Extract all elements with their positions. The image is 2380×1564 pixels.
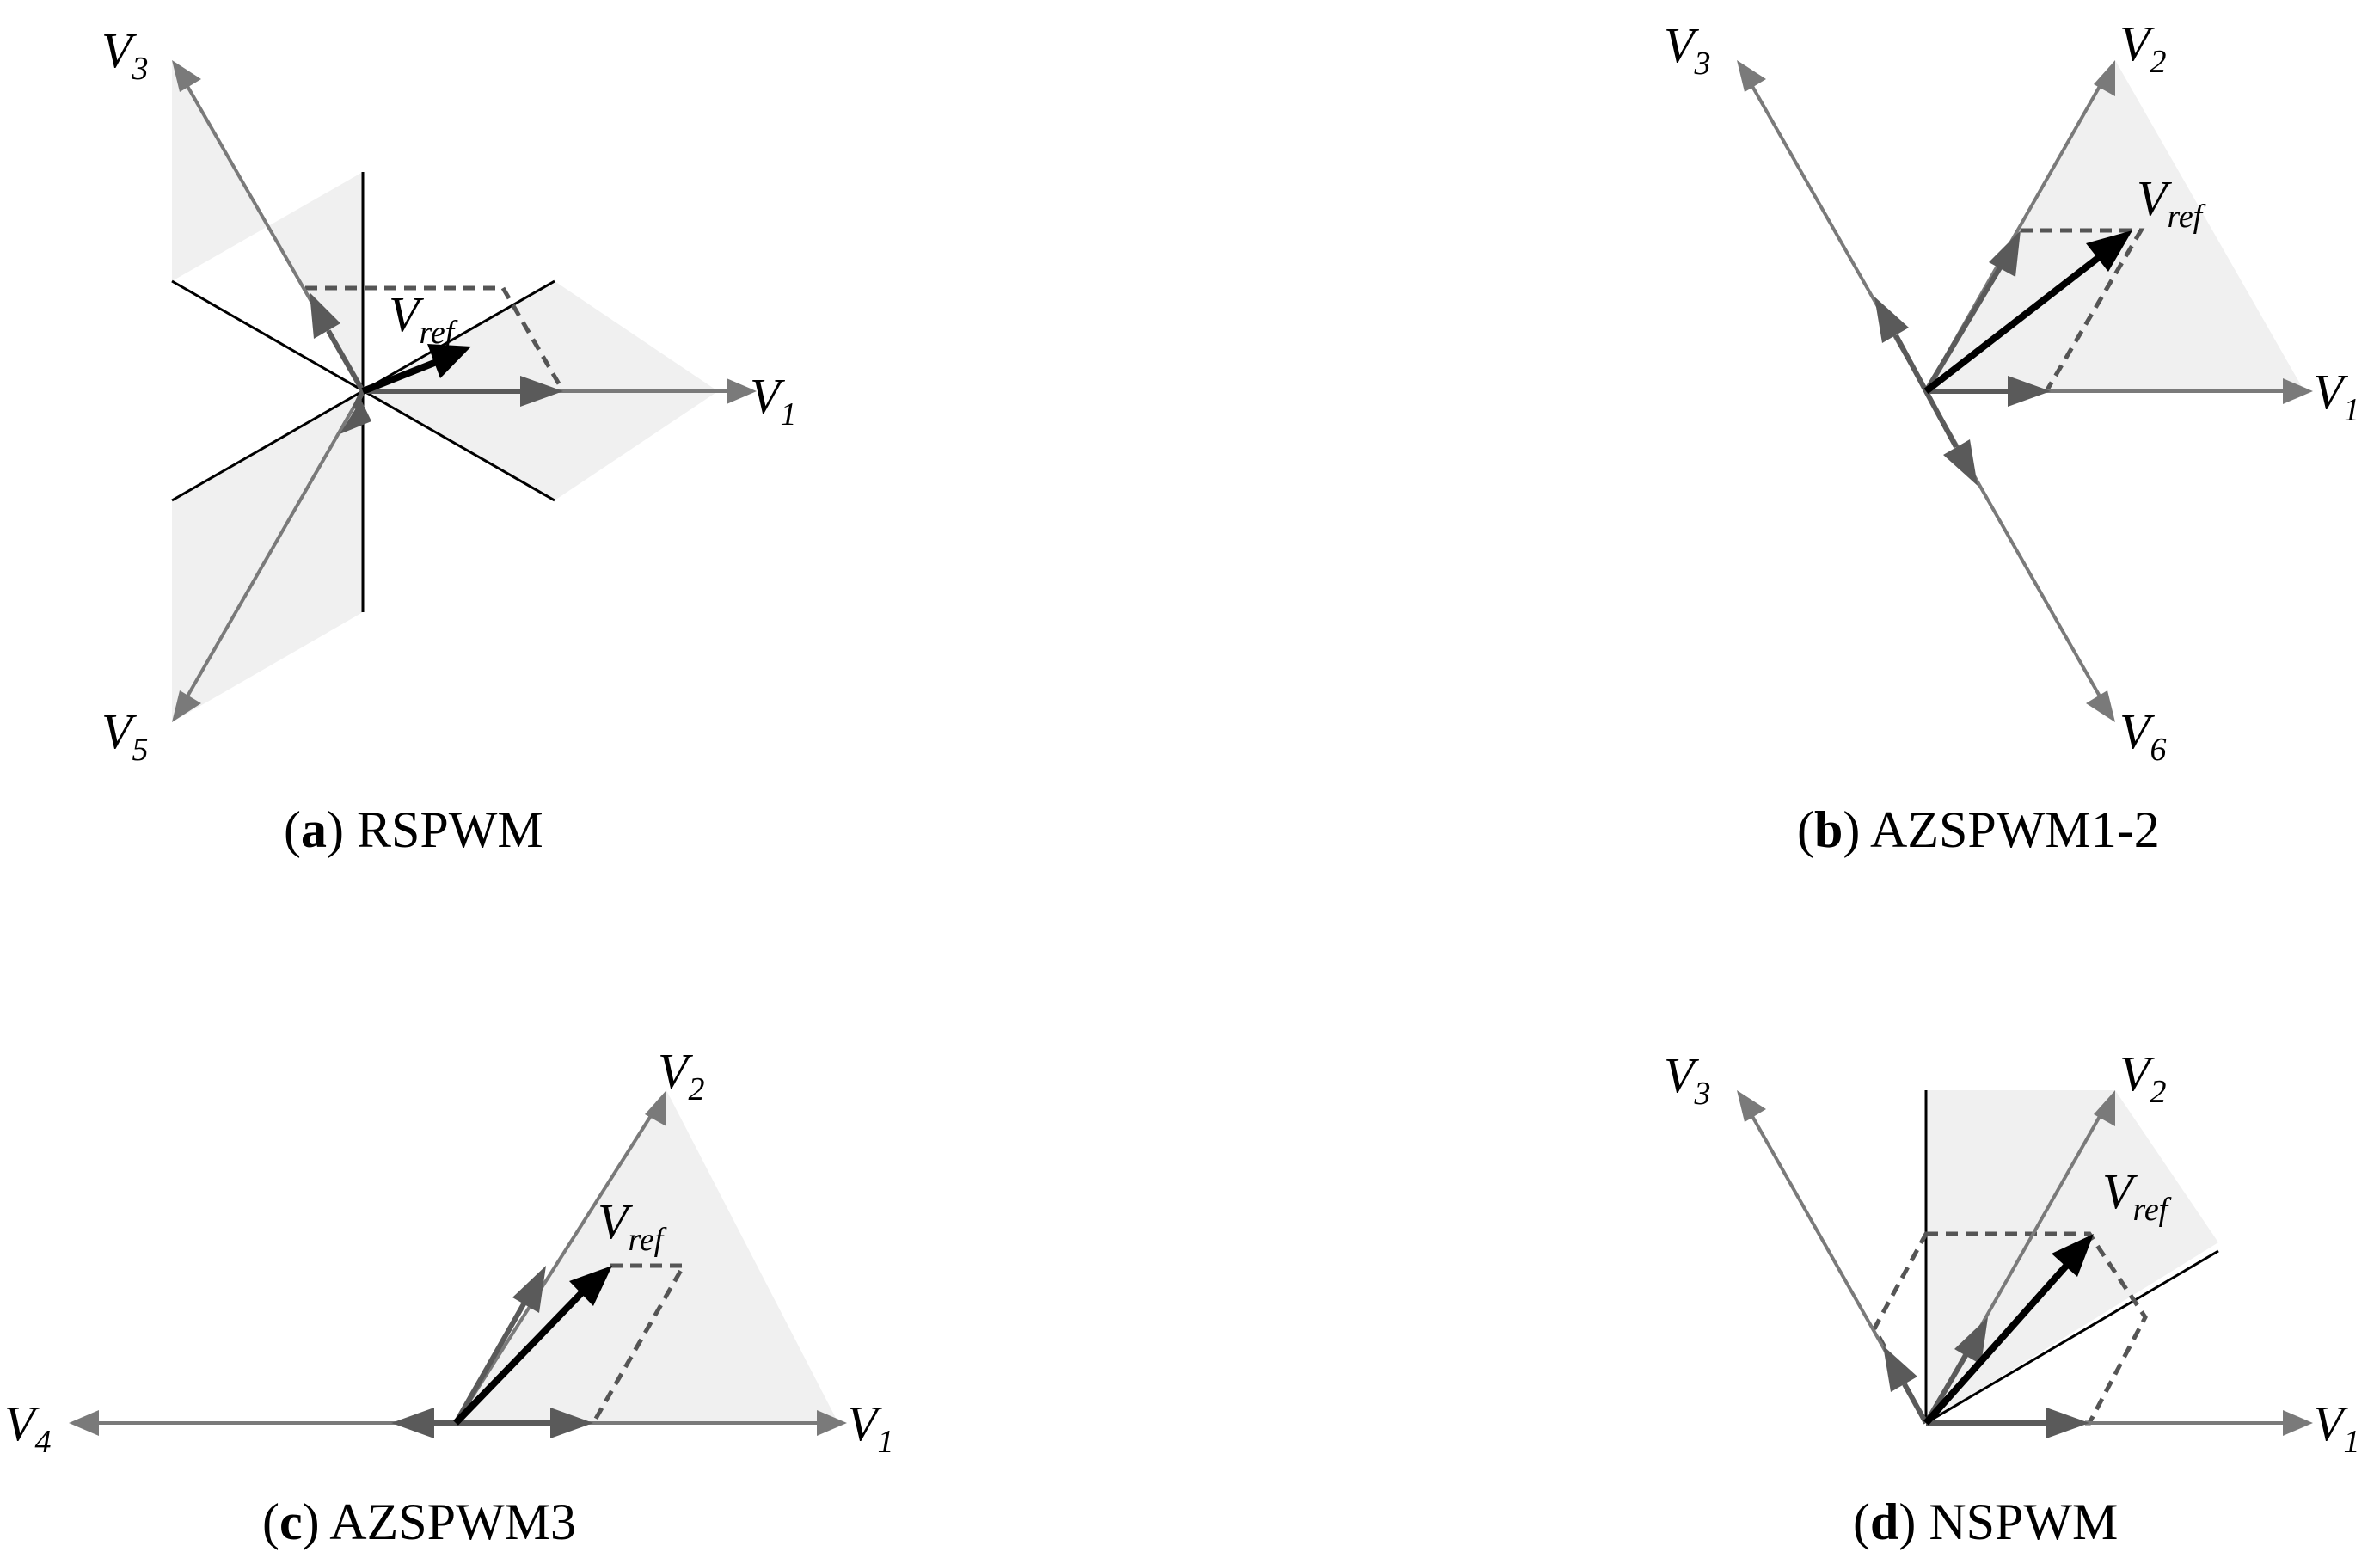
component-v1-arrowhead (2046, 1408, 2089, 1438)
dashed-parallelogram (2021, 228, 2145, 393)
component-v3 (1902, 1383, 1929, 1425)
reference-vector (453, 1287, 587, 1426)
vector-v3-arrowhead (1737, 60, 1766, 92)
sector-shade (1926, 60, 2304, 391)
label-v1: V1 (847, 1395, 893, 1460)
vector-v2-arrowhead (645, 1090, 666, 1126)
reference-vector-arrowhead (427, 344, 471, 378)
component-v2-arrowhead (512, 1266, 546, 1313)
component-v5-arrowhead (340, 400, 371, 434)
vector-v6-arrowhead (2086, 690, 2115, 722)
label-v2: V2 (2119, 1046, 2166, 1110)
component-v6-arrowhead (1943, 439, 1978, 486)
label-v1: V1 (2313, 364, 2359, 428)
label-vref: Vref (598, 1193, 667, 1258)
component-v2 (453, 1301, 527, 1425)
reference-vector (361, 358, 440, 395)
reference-vector-arrowhead (2086, 230, 2132, 272)
caption-d: (d) NSPWM (1853, 1493, 2118, 1550)
component-v1-arrowhead (2008, 376, 2051, 407)
component-v2 (1923, 263, 2004, 393)
panel-a: V1 V3 V5 Vref (a) RSPWM (101, 22, 796, 858)
vector-v1-arrowhead (2283, 1410, 2313, 1436)
reference-vector (1923, 1261, 2070, 1426)
label-vref: Vref (2102, 1163, 2172, 1228)
component-v3-arrowhead (310, 292, 340, 339)
vector-v5 (183, 390, 365, 702)
panel-c: V1 V2 V4 Vref (c) AZSPWM3 (4, 1043, 893, 1550)
component-v3 (326, 329, 365, 393)
caption-a: (a) RSPWM (284, 801, 543, 858)
label-v1: V1 (2313, 1395, 2359, 1460)
label-v2: V2 (658, 1043, 704, 1107)
component-v6 (1923, 389, 1959, 449)
label-v6: V6 (2119, 703, 2166, 768)
vector-v1-arrowhead (817, 1410, 847, 1436)
reference-vector-arrowhead (569, 1266, 612, 1306)
vector-v3-arrowhead (172, 60, 201, 92)
label-v1: V1 (750, 368, 796, 432)
label-vref: Vref (389, 286, 458, 351)
component-v3-arrowhead (1874, 297, 1909, 343)
component-v5 (352, 389, 365, 410)
vector-v4-arrowhead (69, 1410, 99, 1436)
reference-vector (1923, 255, 2101, 395)
dashed-parallelogram (591, 1263, 688, 1425)
vector-v1-arrowhead (2283, 378, 2313, 404)
label-v3: V3 (101, 22, 148, 87)
caption-c: (c) AZSPWM3 (262, 1493, 576, 1550)
vector-v3-arrowhead (1737, 1090, 1766, 1122)
vector-v2-arrowhead (2094, 1090, 2115, 1126)
boundary-line (1925, 1249, 2219, 1425)
panel-b: V1 V2 V3 V6 Vref (b) AZSPWM1-2 (1664, 15, 2359, 858)
vector-v1-arrowhead (727, 378, 757, 404)
reference-vector-arrowhead (2052, 1234, 2094, 1277)
vector-v2 (454, 1110, 655, 1425)
label-v3: V3 (1664, 1047, 1710, 1112)
label-v2: V2 (2119, 15, 2166, 80)
component-v3 (1893, 334, 1929, 393)
label-v3: V3 (1664, 17, 1710, 82)
panel-d: V1 V2 V3 Vref (d) NSPWM (1664, 1046, 2359, 1550)
component-v3-arrowhead (1883, 1346, 1917, 1392)
dashed-parallelogram (305, 285, 566, 393)
component-v1-arrowhead (520, 376, 563, 407)
component-v1-arrowhead (550, 1408, 593, 1438)
caption-b: (b) AZSPWM1-2 (1797, 801, 2160, 858)
vector-v2-arrowhead (2094, 60, 2115, 96)
sector-shade (456, 1090, 838, 1423)
label-v5: V5 (101, 703, 148, 768)
component-v2-arrowhead (1954, 1317, 1988, 1365)
label-vref: Vref (2137, 170, 2206, 235)
vector-v5-arrowhead (172, 690, 201, 722)
component-v4-arrowhead (391, 1408, 434, 1438)
component-v2-arrowhead (1989, 230, 2021, 277)
label-v4: V4 (4, 1395, 51, 1460)
